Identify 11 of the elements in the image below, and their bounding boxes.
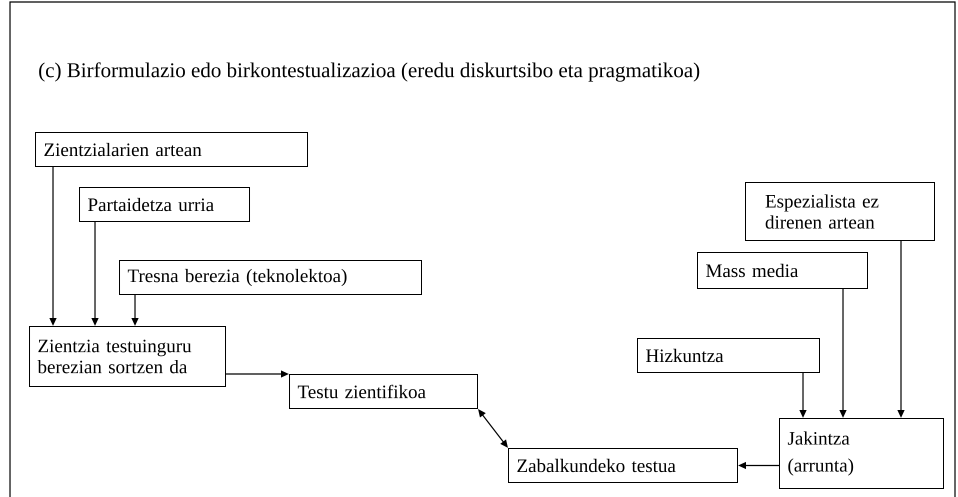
text-box: Zientzia testuinguru berezian sortzen da xyxy=(29,326,226,387)
title: (c) Birformulazio edo birkontestualizazioa (eredu diskurtsibo eta pragmatikoa) xyxy=(39,62,700,82)
text-box: Zientzialarien artean xyxy=(35,132,308,167)
text-box: Partaidetza urria xyxy=(79,187,250,222)
text-box: Testu zientifikoa xyxy=(289,374,478,409)
text-box: Mass media xyxy=(697,252,868,289)
text-box: Espezialista ez direnen artean xyxy=(745,182,935,241)
text-box: Hizkuntza xyxy=(637,338,820,373)
text-box: Jakintza (arrunta) xyxy=(779,418,944,489)
text-box: Zabalkundeko testua xyxy=(508,448,738,483)
text-box: Tresna berezia (teknolektoa) xyxy=(119,260,422,295)
